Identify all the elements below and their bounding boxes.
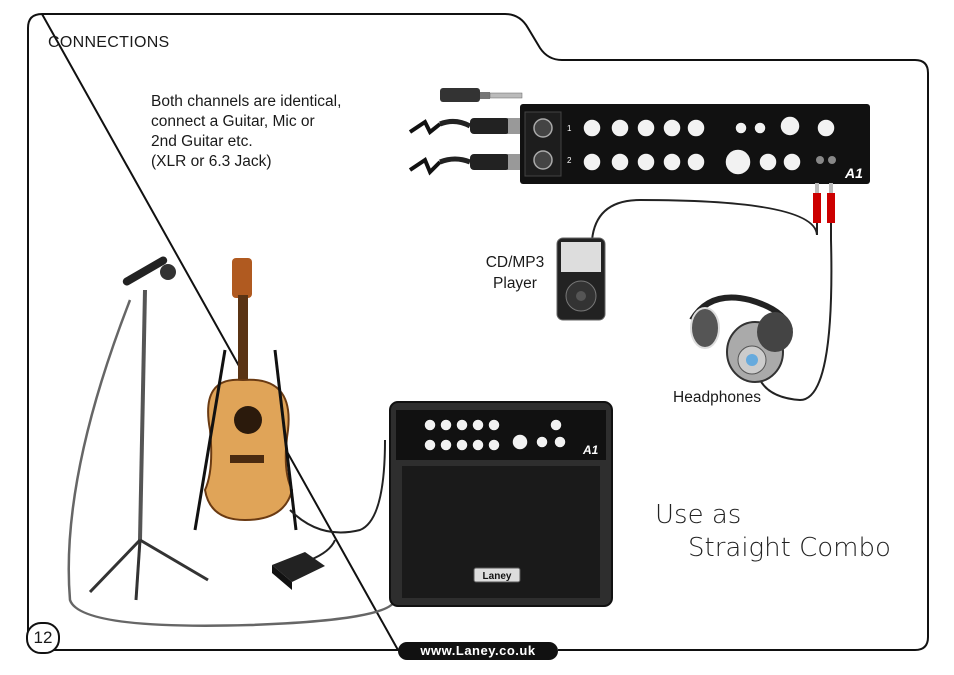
cd-player-label: CD/MP3 Player [476,252,554,294]
straight-combo-heading: Straight Combo [688,533,891,563]
description-line: connect a Guitar, Mic or [151,113,315,130]
section-title: CONNECTIONS [48,34,170,51]
website-link[interactable]: www.Laney.co.uk [398,642,558,660]
amp-brand-logo: Laney [483,571,512,582]
description-line: 2nd Guitar etc. [151,133,253,150]
xlr-cable-1-icon [408,118,526,136]
amp-model-logo: A1 [582,443,599,457]
description-line: Both channels are identical, [151,93,342,110]
combo-amp-icon: A1 Laney [389,401,613,607]
panel-channel-1-label: 1 [567,124,572,133]
microphone-stand-icon [88,256,209,601]
acoustic-guitar-icon [193,258,298,531]
jack-plug-icon [440,88,523,102]
cd-player-label-line: CD/MP3 [485,254,545,271]
connection-description: Both channels are identical, connect a G… [151,92,411,172]
xlr-cable-2-icon [408,154,526,176]
panel-model-logo: A1 [844,165,863,181]
stereo-jack-cables [591,183,835,402]
mp3-player-icon [556,237,606,321]
headphones-icon [689,294,793,383]
instrument-cables [67,299,399,627]
amp-front-panel: 1 2 A1 [520,104,870,184]
headphones-label: Headphones [673,389,761,406]
use-as-heading: Use as [655,500,742,530]
description-line: (XLR or 6.3 Jack) [151,153,272,170]
page-number: 12 [26,622,60,654]
panel-channel-2-label: 2 [567,156,572,165]
cd-player-label-line: Player [493,275,537,292]
